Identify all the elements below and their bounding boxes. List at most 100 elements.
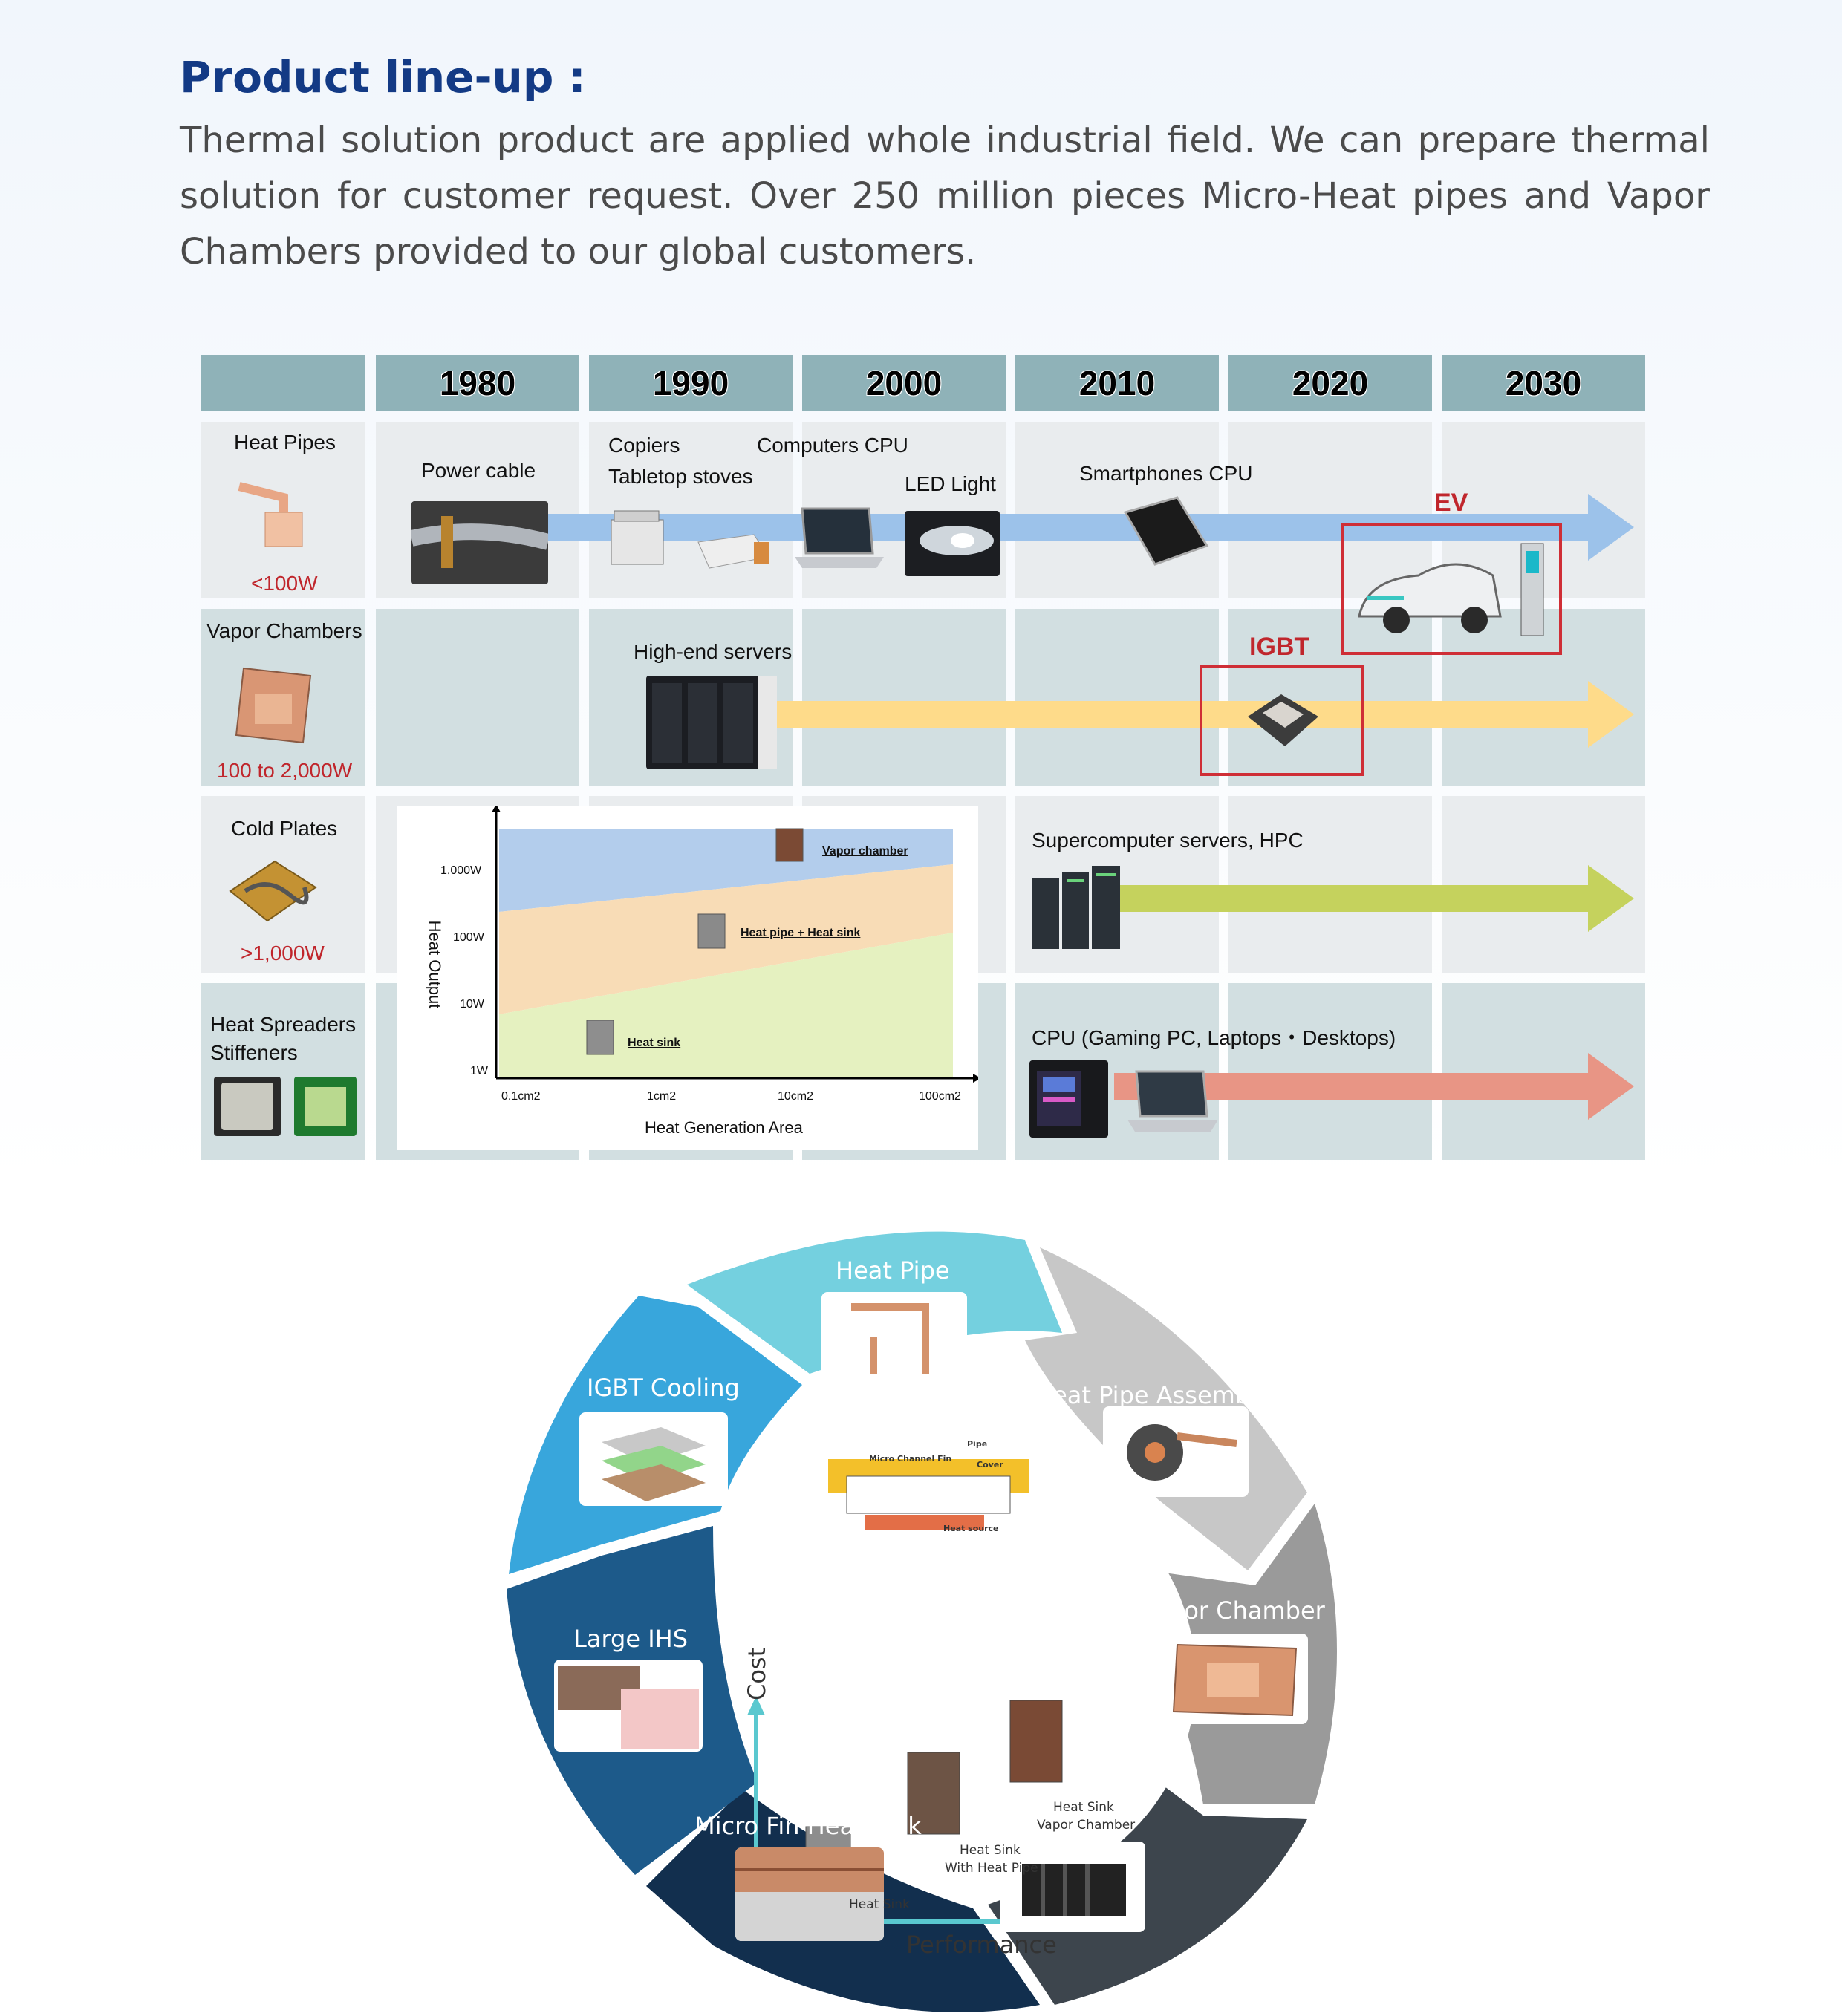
arrow-spreaders bbox=[1114, 1053, 1634, 1120]
stove-photo bbox=[694, 527, 772, 572]
cell bbox=[1228, 796, 1432, 973]
heat-sink-product-photo bbox=[1000, 1842, 1145, 1932]
year-2000: 2000 bbox=[802, 355, 1006, 411]
header-blank bbox=[201, 355, 365, 411]
app-computers-cpu: Computers CPU bbox=[757, 434, 908, 457]
app-igbt-label: IGBT bbox=[1249, 633, 1310, 661]
cold-plate-photo bbox=[223, 854, 319, 928]
diagram-label-pipe: Pipe bbox=[967, 1439, 988, 1449]
app-led-light: LED Light bbox=[905, 472, 996, 495]
heat-spreader-photo bbox=[214, 1077, 281, 1136]
ytick-1w: 1W bbox=[470, 1065, 488, 1077]
vapor-chamber-product-photo bbox=[1162, 1634, 1308, 1724]
cell bbox=[1015, 609, 1219, 786]
year-1980: 1980 bbox=[376, 355, 579, 411]
diagram-label-source: Heat source bbox=[943, 1524, 999, 1533]
laptop-2-photo bbox=[1122, 1068, 1223, 1138]
row-power-heat-pipes: <100W bbox=[251, 572, 318, 595]
copier-photo bbox=[604, 505, 671, 572]
year-2020: 2020 bbox=[1228, 355, 1432, 411]
app-cpu-gaming: CPU (Gaming PC, Laptops・Desktops) bbox=[1032, 1026, 1396, 1049]
app-tabletop-stoves: Tabletop stoves bbox=[608, 465, 753, 488]
ytick-1000w: 1,000W bbox=[440, 864, 482, 877]
row-power-vapor-chambers: 100 to 2,000W bbox=[217, 759, 353, 782]
center-label-with-heat-pipe: With Heat Pipe bbox=[945, 1861, 1038, 1876]
center-label-heat-sink: Heat Sink bbox=[849, 1897, 910, 1912]
app-smartphones-cpu: Smartphones CPU bbox=[1079, 462, 1253, 485]
micro-fin-photo bbox=[735, 1847, 884, 1941]
segment-label-vapor-chamber: Vapor Chamber bbox=[1140, 1596, 1325, 1625]
app-copiers: Copiers bbox=[608, 434, 680, 457]
product-wheel: Heat Pipe Heat Pipe Assembly Vapor Chamb… bbox=[490, 1218, 1352, 2012]
year-2010: 2010 bbox=[1015, 355, 1219, 411]
heat-pipe-product-photo bbox=[821, 1292, 967, 1383]
xtick-100cm2: 100cm2 bbox=[919, 1090, 961, 1103]
app-hpc: Supercomputer servers, HPC bbox=[1032, 829, 1304, 852]
region-vapor-chamber bbox=[499, 829, 953, 912]
segment-label-heat-pipe: Heat Pipe bbox=[836, 1256, 950, 1285]
segment-label-heat-pipe-assembly: Heat Pipe Assembly bbox=[1035, 1381, 1271, 1409]
segment-heat-sink bbox=[988, 1782, 1307, 2005]
segment-label-micro-fin: Micro Fin Heat Sink bbox=[694, 1812, 922, 1840]
app-high-end-servers: High-end servers bbox=[634, 640, 793, 663]
timeline-arrows bbox=[490, 494, 1634, 1120]
cell bbox=[1228, 983, 1432, 1160]
ytick-100w: 100W bbox=[453, 931, 484, 944]
cell bbox=[1228, 422, 1432, 598]
heat-output-chart: 1,000W 100W 10W 1W 0.1cm2 1cm2 10cm2 100… bbox=[397, 806, 978, 1150]
igbt-highlight-box bbox=[1200, 665, 1364, 776]
cell bbox=[376, 609, 579, 786]
cell bbox=[802, 609, 1006, 786]
ev-highlight-box bbox=[1341, 523, 1562, 655]
center-label-heat-sink-2: Heat Sink bbox=[960, 1843, 1021, 1858]
laptop-photo bbox=[791, 505, 888, 575]
center-label-vapor-chamber: Vapor Chamber bbox=[1037, 1818, 1136, 1833]
row-label-heat-spreaders: Heat Spreaders bbox=[210, 1013, 357, 1036]
app-power-cable: Power cable bbox=[421, 459, 536, 482]
segment-label-igbt: IGBT Cooling bbox=[587, 1374, 740, 1402]
row-label-vapor-chambers: Vapor Chambers bbox=[206, 619, 362, 642]
region-label-heat-sink: Heat sink bbox=[628, 1037, 681, 1049]
x-axis-label: Heat Generation Area bbox=[645, 1118, 803, 1137]
product-timeline: 1980 1990 2000 2010 2020 2030 bbox=[193, 349, 1649, 1173]
heat-output-plot bbox=[492, 806, 978, 1083]
row-label-heat-pipes: Heat Pipes bbox=[234, 431, 336, 454]
year-1990: 1990 bbox=[589, 355, 793, 411]
vapor-chamber-photo bbox=[229, 653, 318, 750]
server-room-photo bbox=[646, 676, 777, 769]
heat-pipe-assembly-photo bbox=[1103, 1406, 1249, 1497]
center-vapor-chamber bbox=[1009, 1700, 1063, 1783]
center-heat-pipe-sink bbox=[907, 1752, 960, 1835]
heat-sink-block bbox=[586, 1020, 614, 1055]
vapor-chamber-block bbox=[775, 828, 804, 862]
y-axis-label: Heat Output bbox=[426, 920, 444, 1009]
stiffener-photo bbox=[294, 1077, 357, 1136]
led-light-photo bbox=[905, 511, 1000, 576]
region-label-heat-pipe: Heat pipe + Heat sink bbox=[741, 927, 861, 939]
ytick-10w: 10W bbox=[460, 998, 484, 1011]
row-label-stiffeners: Stiffeners bbox=[210, 1041, 298, 1064]
diagram-label-fin: Micro Channel Fin bbox=[869, 1454, 952, 1464]
igbt-cooling-photo bbox=[579, 1412, 728, 1506]
segment-label-large-ihs: Large IHS bbox=[573, 1625, 689, 1653]
diagram-label-cover: Cover bbox=[977, 1460, 1003, 1469]
power-cable-photo bbox=[409, 501, 550, 584]
heat-pipe-block bbox=[697, 913, 726, 949]
igbt-photo bbox=[1237, 676, 1326, 765]
gaming-pc-photo bbox=[1029, 1060, 1108, 1138]
xtick-1cm2: 1cm2 bbox=[647, 1090, 677, 1103]
large-ihs-photo bbox=[554, 1660, 703, 1752]
app-ev-label: EV bbox=[1434, 489, 1468, 517]
arrow-cold-plates bbox=[1114, 865, 1634, 932]
row-power-cold-plates: >1,000W bbox=[241, 942, 325, 965]
region-label-vapor: Vapor chamber bbox=[822, 845, 908, 858]
arrow-heat-pipes bbox=[490, 494, 1634, 561]
region-heat-pipe bbox=[499, 864, 953, 1014]
heat-pipe-photo bbox=[232, 468, 306, 549]
hpc-rack-photo bbox=[1029, 864, 1123, 953]
cell bbox=[1442, 609, 1645, 786]
xtick-01cm2: 0.1cm2 bbox=[501, 1090, 541, 1103]
center-label-heat-sink-3: Heat Sink bbox=[1053, 1800, 1114, 1815]
performance-axis-label: Performance bbox=[906, 1931, 1057, 1959]
